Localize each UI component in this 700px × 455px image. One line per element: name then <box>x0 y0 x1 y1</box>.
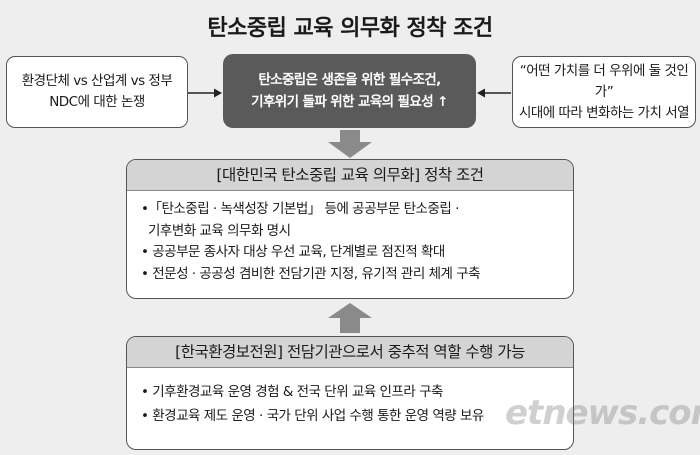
center-box-line1: 탄소중립은 생존을 위한 필수조건, <box>258 72 441 88</box>
left-box-line2: NDC에 대한 논쟁 <box>49 94 145 110</box>
right-arrow-icon <box>477 88 511 98</box>
center-box: 탄소중립은 생존을 위한 필수조건, 기후위기 돌파 위한 교육의 필요성 ↑ <box>223 54 476 128</box>
list-item: 기후변화 교육 의무화 명시 <box>148 222 291 239</box>
list-item: •「탄소중립 · 녹색성장 기본법」 등에 공공부문 탄소중립 · <box>141 201 459 217</box>
right-box: “어떤 가치를 더 우위에 둘 것인가” 시대에 따라 변화하는 가치 서열 <box>512 56 696 128</box>
down-arrow-icon <box>328 130 372 158</box>
agency-list: • 기후환경교육 운영 경험 & 전국 단위 교육 인프라 구축 • 환경교육 … <box>127 368 573 428</box>
left-box-line1: 환경단체 vs 산업계 vs 정부 <box>21 73 173 89</box>
conditions-list: •「탄소중립 · 녹색성장 기본법」 등에 공공부문 탄소중립 · 기후변화 교… <box>127 191 573 285</box>
conditions-section: [대한민국 탄소중립 교육 의무화] 정착 조건 •「탄소중립 · 녹색성장 기… <box>126 159 574 299</box>
list-item: • 기후환경교육 운영 경험 & 전국 단위 교육 인프라 구축 <box>141 384 443 400</box>
right-box-line2: 시대에 따라 변화하는 가치 서열 <box>518 104 690 121</box>
conditions-header: [대한민국 탄소중립 교육 의무화] 정착 조건 <box>127 160 573 191</box>
left-arrow-icon <box>188 88 222 98</box>
right-box-line1: “어떤 가치를 더 우위에 둘 것인가” <box>519 62 689 100</box>
watermark-logo: etnews.com <box>505 393 700 433</box>
up-arrow-icon <box>328 303 372 333</box>
diagram-title: 탄소중립 교육 의무화 정착 조건 <box>207 16 493 41</box>
left-box: 환경단체 vs 산업계 vs 정부 NDC에 대한 논쟁 <box>6 56 188 128</box>
list-item: • 전문성 · 공공성 겸비한 전담기관 지정, 유기적 관리 체계 구축 <box>141 265 481 282</box>
list-item: • 공공부문 종사자 대상 우선 교육, 단계별로 점진적 확대 <box>141 244 445 260</box>
center-box-line2: 기후위기 돌파 위한 교육의 필요성 ↑ <box>251 94 448 110</box>
agency-section: [한국환경보전원] 전담기관으로서 중추적 역할 수행 가능 • 기후환경교육 … <box>126 336 574 450</box>
agency-header: [한국환경보전원] 전담기관으로서 중추적 역할 수행 가능 <box>127 337 573 368</box>
list-item: • 환경교육 제도 운영 · 국가 단위 사업 수행 통한 운영 역량 보유 <box>141 408 484 424</box>
